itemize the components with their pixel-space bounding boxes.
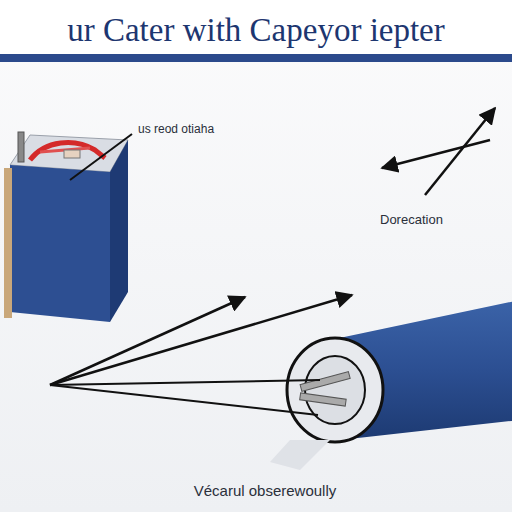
arrow	[50, 297, 245, 385]
label: Dorecation	[380, 212, 443, 227]
leader-line	[50, 385, 318, 415]
leader-line	[50, 380, 320, 385]
arrow	[50, 295, 352, 385]
label: us reod otiaha	[138, 122, 214, 136]
arrow	[382, 140, 490, 168]
capacitor-figure	[270, 300, 512, 470]
arrow	[425, 108, 495, 195]
battery-figure	[4, 132, 128, 322]
title-rule	[0, 54, 512, 62]
label: Vécarul obserewoully	[194, 482, 337, 499]
title-band	[0, 0, 512, 56]
title: ur Cater with Capeyor iepter	[0, 12, 512, 49]
leader-line	[70, 134, 132, 180]
